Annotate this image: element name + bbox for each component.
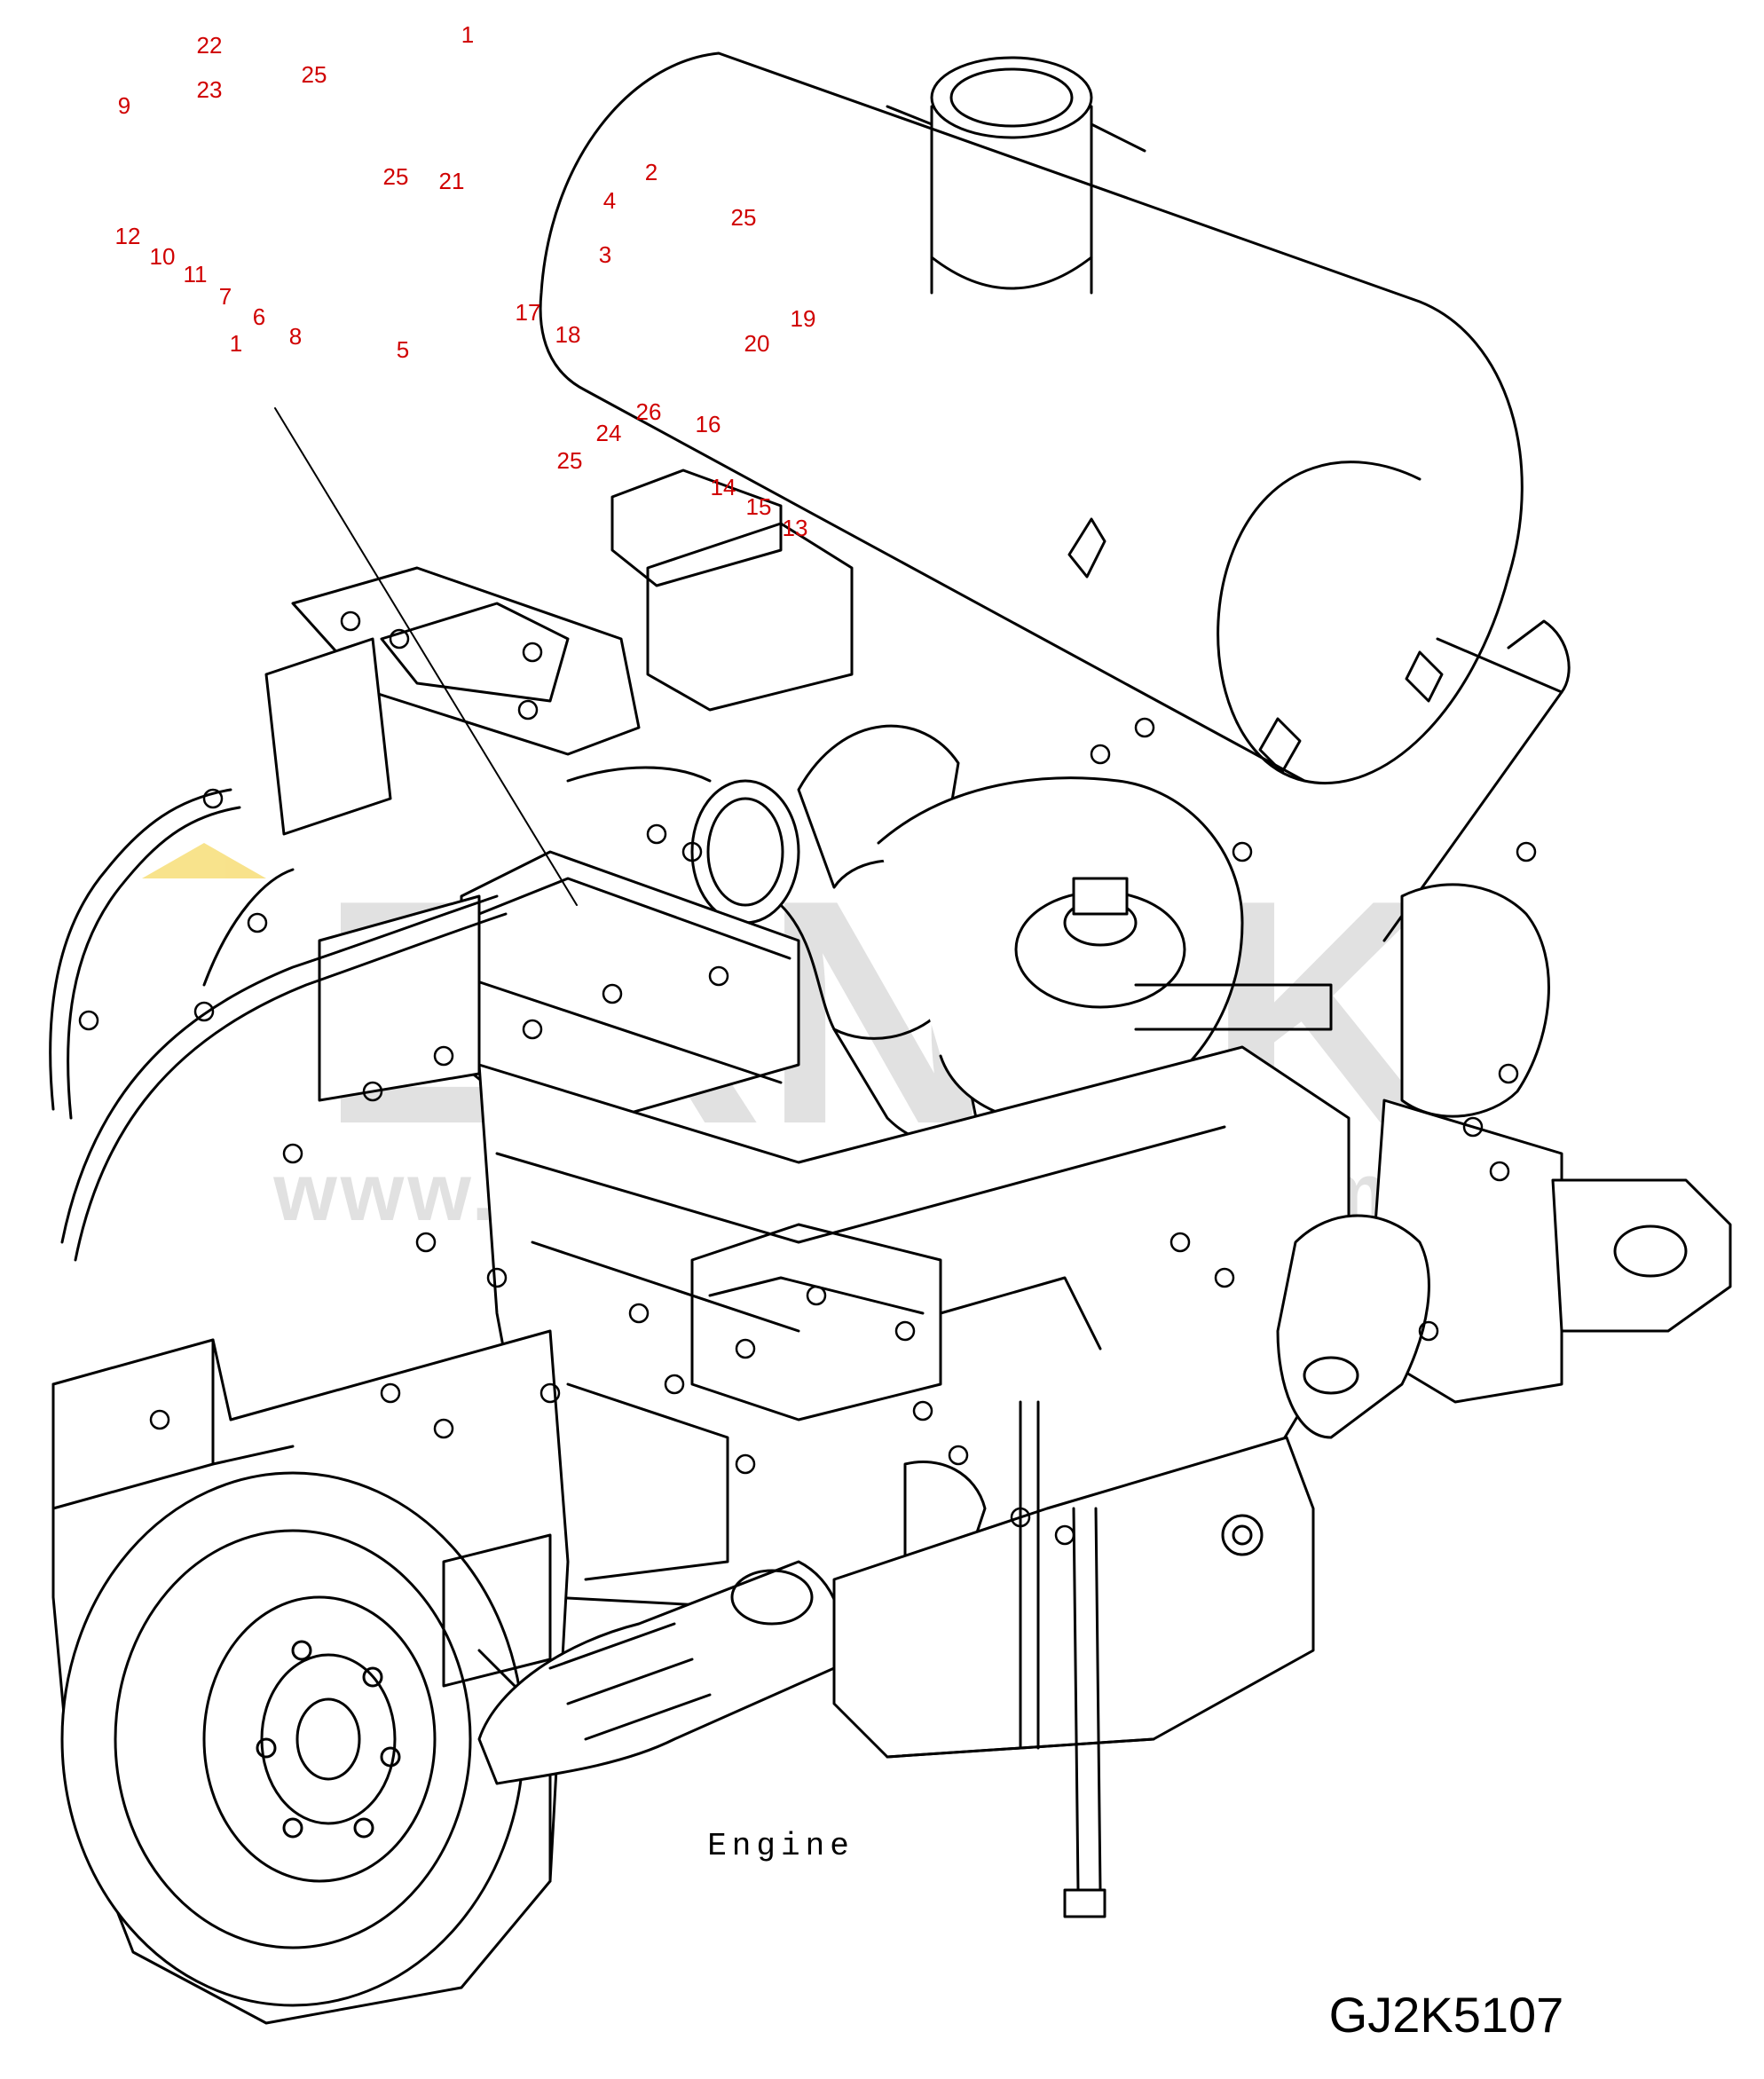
callout-label[interactable]: 12 (115, 223, 141, 249)
dipstick (1019, 1400, 1106, 1918)
cylinder-head (264, 469, 854, 1138)
callout-label[interactable]: 24 (596, 420, 622, 446)
callout-label[interactable]: 5 (397, 336, 409, 363)
callout-label[interactable]: 7 (219, 283, 232, 310)
callout-label[interactable]: 3 (599, 241, 611, 268)
engine-drawing (49, 51, 1732, 2025)
callout-label[interactable]: 19 (791, 305, 816, 332)
callout-label[interactable]: 25 (302, 61, 327, 88)
callout-label[interactable]: 25 (731, 204, 757, 231)
flywheel-housing (51, 1329, 570, 2025)
callout-label[interactable]: 13 (783, 515, 808, 541)
callout-label[interactable]: 6 (253, 303, 265, 330)
leader-line (274, 407, 578, 906)
callout-label[interactable]: 23 (197, 76, 223, 103)
callout-label[interactable]: 18 (555, 321, 581, 348)
callout-label[interactable]: 9 (118, 92, 130, 119)
callout-label[interactable]: 17 (516, 299, 541, 326)
intake-pipes (690, 724, 1333, 1143)
callout-label[interactable]: 11 (184, 261, 208, 287)
callout-label[interactable]: 1 (230, 330, 242, 357)
callout-label[interactable]: 14 (711, 474, 736, 500)
callout-label[interactable]: 15 (746, 493, 772, 520)
callout-label[interactable]: 22 (197, 32, 223, 59)
callout-label[interactable]: 25 (557, 447, 583, 474)
callout-label[interactable]: 21 (439, 168, 465, 194)
bolts (78, 610, 1537, 1546)
callout-label[interactable]: 16 (696, 411, 721, 437)
callout-label[interactable]: 10 (150, 243, 176, 270)
right-bracket (1276, 883, 1732, 1439)
callout-label[interactable]: 4 (603, 187, 616, 214)
callout-label[interactable]: 1 (461, 21, 474, 48)
drawing-code: GJ2K5107 (1329, 1987, 1564, 2043)
diagram-caption: Engine (707, 1828, 854, 1864)
callout-label[interactable]: 20 (744, 330, 770, 357)
callout-label[interactable]: 26 (636, 398, 662, 425)
watermark-logo-mark (142, 843, 266, 878)
callout-label[interactable]: 8 (289, 323, 302, 350)
callout-label[interactable]: 25 (383, 163, 409, 190)
callout-label[interactable]: 2 (645, 159, 658, 185)
muffler (539, 51, 1571, 942)
